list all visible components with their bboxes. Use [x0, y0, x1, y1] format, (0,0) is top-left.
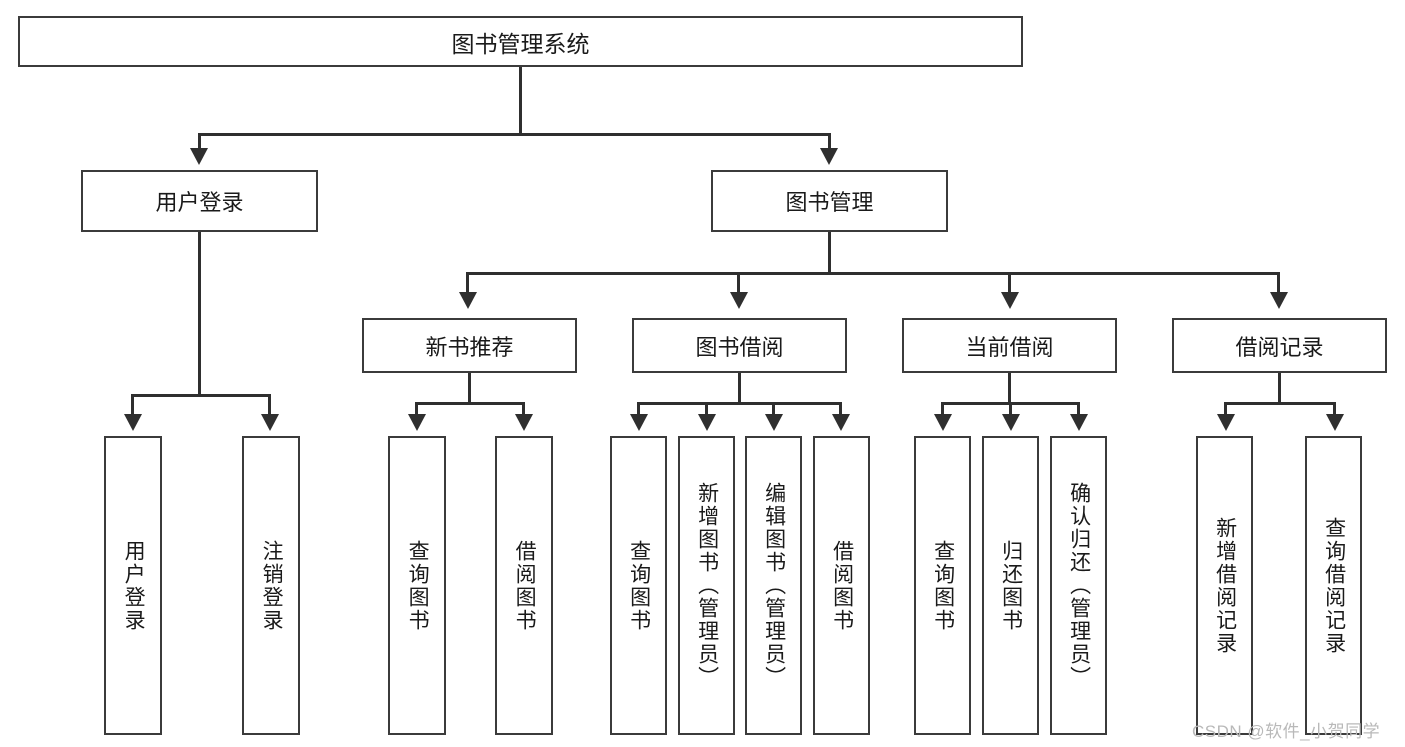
node-current-borrow[interactable]: 当前借阅: [902, 318, 1117, 373]
arrow-root-to-user-login: [190, 148, 208, 165]
connector-bm-to-borrow-record: [1277, 272, 1280, 294]
connector-newbook-to-leaf-1: [522, 402, 525, 416]
node-label: 图书借阅: [695, 334, 784, 360]
arrow-user-login-to-leaf-1: [261, 414, 279, 431]
node-borrow-record[interactable]: 借阅记录: [1172, 318, 1387, 373]
connector-root-bus: [198, 133, 831, 136]
connector-user-login-to-leaf-1: [268, 394, 271, 416]
arrow-newbook-to-leaf-0: [408, 414, 426, 431]
connector-bm-to-current-borrow: [1008, 272, 1011, 294]
watermark-csdn: CSDN @软件_小贺同学: [1192, 717, 1380, 742]
arrow-bb-to-leaf-2: [765, 414, 783, 431]
connector-user-login-stem: [198, 232, 201, 396]
leaf-label: 借阅图书: [830, 539, 854, 632]
connector-new-book-bus: [415, 402, 525, 405]
connector-book-management-stem: [828, 232, 831, 274]
connector-bm-to-book-borrow: [737, 272, 740, 294]
arrow-cb-to-leaf-2: [1070, 414, 1088, 431]
connector-br-to-leaf-0: [1224, 402, 1227, 416]
node-label: 新书推荐: [425, 334, 514, 360]
leaf-current-borrow-0[interactable]: 查询图书: [914, 436, 971, 735]
arrow-br-to-leaf-0: [1217, 414, 1235, 431]
leaf-book-borrow-1[interactable]: 新增图书（管理员）: [678, 436, 735, 735]
leaf-borrow-record-0[interactable]: 新增借阅记录: [1196, 436, 1253, 735]
node-new-book-recommend[interactable]: 新书推荐: [362, 318, 577, 373]
leaf-user-login-0[interactable]: 用户登录: [104, 436, 162, 735]
connector-bm-to-new-book: [466, 272, 469, 294]
connector-current-borrow-stem: [1008, 373, 1011, 404]
node-book-borrow[interactable]: 图书借阅: [632, 318, 847, 373]
connector-br-to-leaf-1: [1333, 402, 1336, 416]
node-label: 借阅记录: [1235, 334, 1324, 360]
connector-new-book-stem: [468, 373, 471, 404]
leaf-label: 新增借阅记录: [1213, 516, 1237, 655]
leaf-label: 查询图书: [931, 539, 955, 632]
leaf-label: 新增图书（管理员）: [695, 482, 719, 689]
arrow-newbook-to-leaf-1: [515, 414, 533, 431]
connector-cb-to-leaf-1: [1009, 402, 1012, 416]
leaf-borrow-record-1[interactable]: 查询借阅记录: [1305, 436, 1362, 735]
arrow-bm-to-book-borrow: [730, 292, 748, 309]
leaf-label: 查询图书: [627, 539, 651, 632]
leaf-new-book-0[interactable]: 查询图书: [388, 436, 446, 735]
connector-book-borrow-bus: [637, 402, 842, 405]
connector-cb-to-leaf-0: [941, 402, 944, 416]
node-label: 当前借阅: [965, 334, 1054, 360]
arrow-cb-to-leaf-0: [934, 414, 952, 431]
connector-book-borrow-stem: [738, 373, 741, 404]
connector-newbook-to-leaf-0: [415, 402, 418, 416]
connector-book-management-bus: [466, 272, 1280, 275]
leaf-label: 查询借阅记录: [1322, 516, 1346, 655]
arrow-bm-to-new-book: [459, 292, 477, 309]
connector-bb-to-leaf-1: [705, 402, 708, 416]
node-user-login[interactable]: 用户登录: [81, 170, 318, 232]
connector-bb-to-leaf-3: [839, 402, 842, 416]
leaf-label: 注销登录: [260, 539, 284, 632]
leaf-label: 确认归还（管理员）: [1067, 482, 1091, 689]
leaf-user-login-1[interactable]: 注销登录: [242, 436, 300, 735]
node-root-book-management-system[interactable]: 图书管理系统: [18, 16, 1023, 67]
arrow-bb-to-leaf-1: [698, 414, 716, 431]
leaf-book-borrow-3[interactable]: 借阅图书: [813, 436, 870, 735]
leaf-label: 编辑图书（管理员）: [762, 482, 786, 689]
arrow-bb-to-leaf-3: [832, 414, 850, 431]
arrow-bb-to-leaf-0: [630, 414, 648, 431]
connector-bb-to-leaf-2: [772, 402, 775, 416]
leaf-new-book-1[interactable]: 借阅图书: [495, 436, 553, 735]
connector-bb-to-leaf-0: [637, 402, 640, 416]
node-label: 图书管理: [785, 190, 874, 215]
leaf-book-borrow-2[interactable]: 编辑图书（管理员）: [745, 436, 802, 735]
connector-user-login-to-leaf-0: [131, 394, 134, 416]
arrow-cb-to-leaf-1: [1002, 414, 1020, 431]
arrow-bm-to-borrow-record: [1270, 292, 1288, 309]
arrow-br-to-leaf-1: [1326, 414, 1344, 431]
arrow-user-login-to-leaf-0: [124, 414, 142, 431]
connector-root-stem: [519, 67, 522, 134]
connector-borrow-record-stem: [1278, 373, 1281, 404]
leaf-book-borrow-0[interactable]: 查询图书: [610, 436, 667, 735]
leaf-current-borrow-1[interactable]: 归还图书: [982, 436, 1039, 735]
node-label: 图书管理系统: [451, 30, 590, 57]
node-label: 用户登录: [155, 190, 244, 215]
leaf-label: 查询图书: [406, 539, 430, 632]
connector-user-login-bus: [131, 394, 268, 397]
leaf-label: 归还图书: [999, 539, 1023, 632]
watermark-text: CSDN @软件_小贺同学: [1192, 722, 1381, 741]
leaf-label: 用户登录: [122, 539, 146, 632]
leaf-label: 借阅图书: [513, 539, 537, 632]
connector-root-to-book-management: [828, 133, 831, 150]
connector-root-to-user-login: [198, 133, 201, 150]
arrow-bm-to-current-borrow: [1001, 292, 1019, 309]
node-book-management[interactable]: 图书管理: [711, 170, 948, 232]
connector-borrow-record-bus: [1224, 402, 1336, 405]
connector-cb-to-leaf-2: [1077, 402, 1080, 416]
arrow-root-to-book-management: [820, 148, 838, 165]
leaf-current-borrow-2[interactable]: 确认归还（管理员）: [1050, 436, 1107, 735]
